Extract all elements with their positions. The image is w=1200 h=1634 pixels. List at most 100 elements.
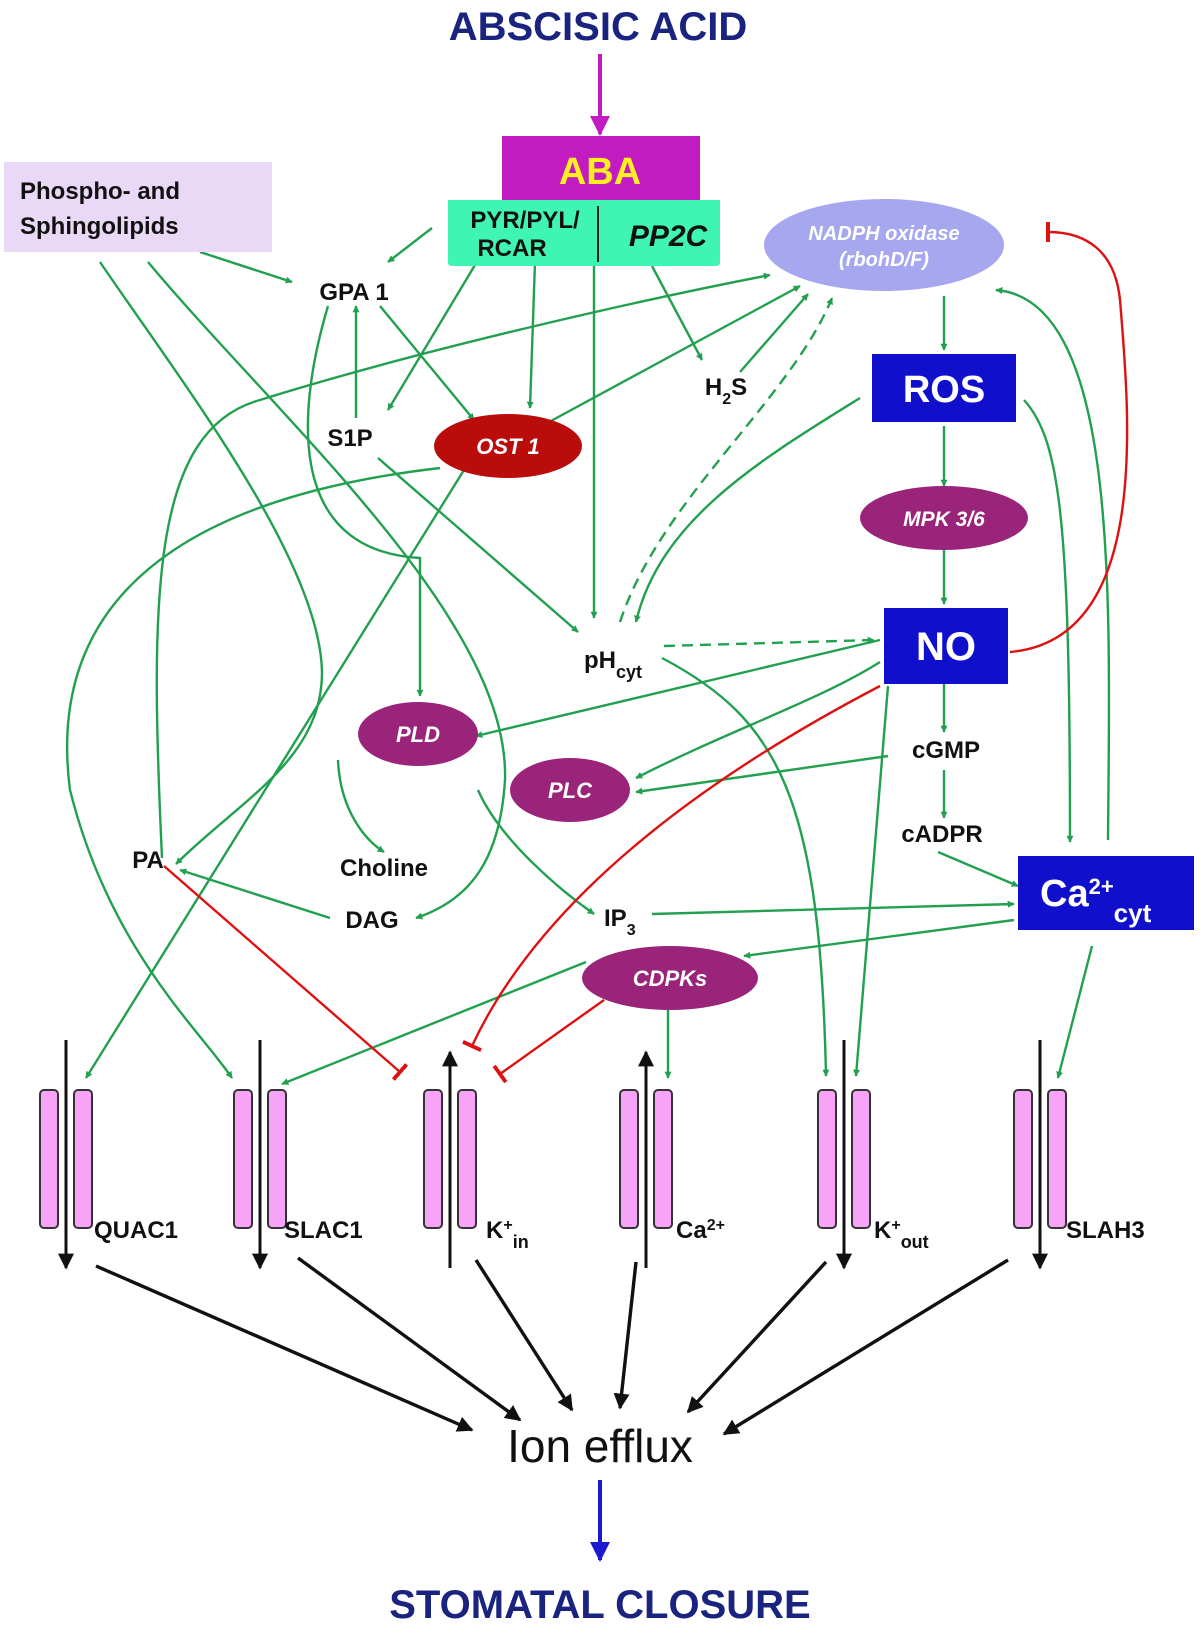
pld-label: PLD [396, 722, 440, 747]
edge-ca-cdpks [743, 918, 1015, 959]
edge-ros-ca [1023, 399, 1074, 843]
edge-pa-kin-inhibit [163, 865, 409, 1081]
edge-gpa1-ost1 [379, 305, 475, 421]
edge-pa-nadph [155, 272, 771, 859]
diagram-title: ABSCISIC ACID [449, 5, 748, 49]
efflux-k-out [686, 1260, 828, 1414]
channel-quac1: QUAC1 [39, 1040, 178, 1270]
s1p-label: S1P [327, 425, 372, 452]
edge-gpa1-pld [306, 305, 424, 697]
pld-node: PLD [358, 702, 478, 766]
efflux-k-in [474, 1259, 574, 1412]
quac1-label: QUAC1 [94, 1217, 178, 1244]
ost1-node: OST 1 [434, 414, 582, 478]
k-out-label: K+out [874, 1217, 929, 1253]
edge-ost1-slac1 [66, 466, 441, 1079]
channel-ca: Ca2+ [619, 1050, 725, 1268]
channel-slah3: SLAH3 [1013, 1040, 1145, 1270]
edge-ros-phcyt [634, 396, 861, 623]
edge-ca-slah3 [1056, 945, 1094, 1079]
channel-k-out: K+out [817, 1040, 929, 1270]
nadph-oxidase-node: NADPH oxidase (rbohD/F) [764, 199, 1004, 291]
edge-no-kin-inhibit [462, 684, 881, 1053]
cgmp-label: cGMP [912, 737, 980, 764]
edge-cdpks-slac1 [281, 960, 587, 1086]
aba-label: ABA [559, 151, 641, 193]
h2s-label: H2S [705, 374, 747, 408]
edge-dag-pa [179, 868, 331, 920]
ros-label: ROS [903, 369, 985, 411]
pp2c-label: PP2C [629, 220, 709, 253]
edge-lipids-pa [99, 261, 324, 865]
edge-no-pld [475, 638, 881, 738]
mpk-node: MPK 3/6 [860, 486, 1028, 550]
efflux-ca [613, 1261, 638, 1410]
channel-k-in: K+in [423, 1050, 529, 1268]
ion-efflux-label: Ion efflux [507, 1420, 693, 1472]
edge-receptor-gpa1 [387, 227, 433, 263]
ca-channel-label: Ca2+ [676, 1217, 725, 1245]
cdpks-node: CDPKs [582, 946, 758, 1010]
ca-cyt-node: Ca2+cyt [1018, 856, 1194, 930]
cdpks-label: CDPKs [633, 966, 708, 991]
lipids-box [4, 162, 272, 252]
receptor-label-line1: PYR/PYL/ [470, 207, 580, 234]
dashed-edges [618, 297, 875, 648]
outcome-label: STOMATAL CLOSURE [389, 1583, 810, 1627]
slah3-label: SLAH3 [1066, 1217, 1145, 1244]
lipids-label-line2: Sphingolipids [20, 213, 179, 240]
efflux-arrows [95, 1256, 1009, 1436]
nadph-label-line1: NADPH oxidase [808, 223, 959, 245]
edge-ost1-nadph [537, 284, 801, 430]
k-in-label: K+in [486, 1217, 529, 1253]
inhibition-edges [163, 221, 1129, 1084]
edge-ca-nadph [995, 287, 1111, 841]
channel-slac1: SLAC1 [233, 1040, 363, 1270]
edge-phcyt-no-dashed [663, 636, 875, 648]
ros-node: ROS [872, 354, 1016, 422]
edge-pld-plc-ip3 [476, 789, 595, 915]
edge-pp2c-h2s [650, 265, 704, 361]
choline-label: Choline [340, 855, 428, 882]
no-label: NO [916, 625, 976, 669]
edge-receptor-s1p [386, 259, 480, 411]
efflux-slah3 [722, 1258, 1009, 1436]
mpk-label: MPK 3/6 [903, 508, 985, 531]
cadpr-label: cADPR [901, 821, 982, 848]
lipids-label-line1: Phospho- and [20, 178, 180, 205]
plc-node: PLC [510, 758, 630, 822]
receptor-label-line2: RCAR [477, 235, 546, 262]
gpa1-label: GPA 1 [319, 279, 388, 306]
efflux-slac1 [296, 1256, 522, 1422]
edge-ip3-ca [651, 900, 1015, 916]
edge-phcyt-nadph-dashed [618, 297, 834, 623]
nadph-label-line2: (rbohD/F) [839, 249, 929, 271]
activation-edges [66, 227, 1111, 1086]
edge-cgmp-plc [635, 754, 889, 795]
edge-receptor-ost1 [526, 261, 537, 409]
ost1-label: OST 1 [476, 434, 540, 459]
no-node: NO [884, 608, 1008, 684]
edge-no-nadph-inhibit [1009, 221, 1129, 654]
plc-label: PLC [548, 778, 593, 803]
edge-no-kout [853, 685, 890, 1077]
pa-label: PA [132, 847, 164, 874]
aba-node: ABA [502, 136, 700, 222]
receptor-complex: PYR/PYL/ RCAR PP2C [448, 200, 720, 266]
dag-label: DAG [345, 907, 398, 934]
edge-pld-choline [336, 759, 385, 854]
edge-phcyt-kout [661, 656, 830, 1077]
edge-s1p-phcyt [377, 457, 579, 633]
efflux-quac1 [95, 1264, 474, 1432]
ip3-label: IP3 [604, 905, 636, 939]
slac1-label: SLAC1 [284, 1217, 363, 1244]
edge-no-plc [635, 660, 881, 780]
edge-cadpr-ca [937, 850, 1019, 888]
edge-lipids-gpa1 [199, 250, 293, 284]
edge-h2s-nadph [739, 293, 809, 373]
svg-text:Ca2+cyt: Ca2+cyt [1040, 873, 1152, 928]
edge-cdpks-kin-inhibit [492, 999, 605, 1084]
phcyt-label: pHcyt [584, 647, 642, 682]
ca-cyt-label-base: Ca [1040, 873, 1089, 915]
